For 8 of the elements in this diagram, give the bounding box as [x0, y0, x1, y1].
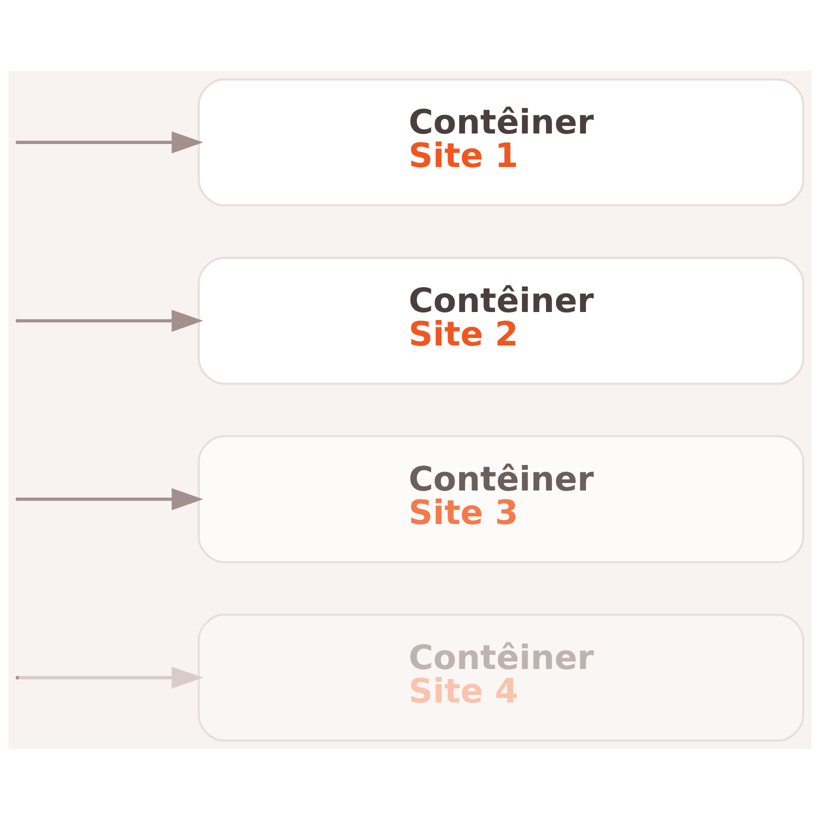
node-box: Contêiner Site 1	[198, 78, 804, 206]
arrow	[18, 131, 204, 154]
arrow	[18, 488, 204, 510]
arrow	[18, 666, 204, 689]
node-box: Contêiner Site 2	[198, 256, 804, 385]
node-box: Contêiner Site 4	[198, 614, 804, 742]
node-box: Contêiner Site 3	[198, 435, 804, 564]
arrow	[18, 310, 204, 332]
